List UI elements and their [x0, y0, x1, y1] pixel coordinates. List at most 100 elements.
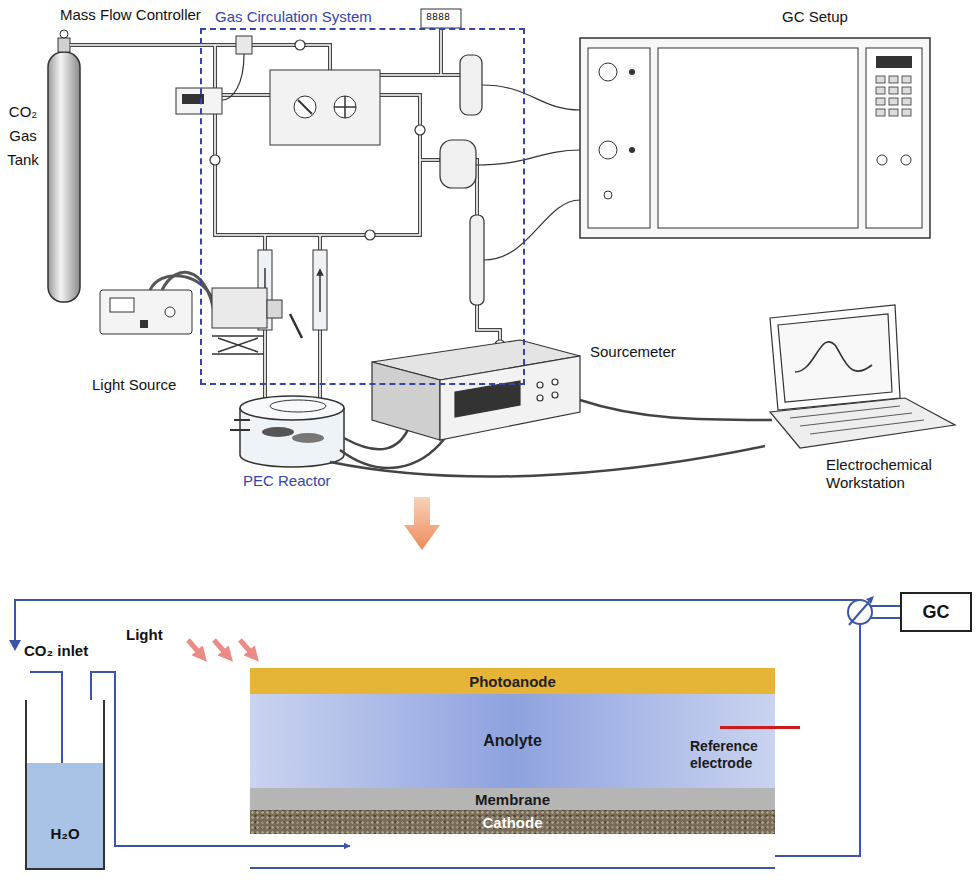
sourcemeter-part — [537, 395, 543, 401]
control-panel-part — [294, 96, 316, 118]
gas-pipes-inner-part — [477, 305, 500, 345]
reference-electrode — [720, 726, 800, 729]
gc-instrument-part — [877, 155, 887, 165]
gc-instrument-part — [658, 48, 858, 228]
gas-pipes-inner-part — [215, 45, 420, 235]
transition-arrow — [404, 497, 440, 550]
gas-tank-part — [48, 52, 80, 302]
mass-flow-controller-part — [236, 36, 252, 54]
gas-pipes-part — [318, 235, 322, 250]
gc-instrument-part-part — [876, 109, 885, 116]
gas-pipes-part — [263, 330, 267, 398]
pec-reactor-part — [230, 420, 250, 430]
cables-part — [580, 400, 772, 420]
gc-lines-part — [484, 200, 580, 260]
pressure-gauge — [421, 9, 461, 28]
gc-instrument-part-part — [876, 87, 885, 94]
sampling-valve-part — [848, 600, 872, 624]
gc-instrument-part-part — [889, 76, 898, 83]
electrode-label: Reference electrode — [690, 738, 770, 772]
gas-pipes-inner-part — [440, 28, 442, 75]
gas-pipes-part — [439, 28, 443, 75]
gc-instrument-part — [599, 141, 617, 159]
mass-flow-controller-part — [222, 54, 244, 100]
pec-reactor-part — [262, 427, 294, 437]
gas-tank-part — [60, 30, 68, 38]
gc-lines-part — [476, 150, 580, 165]
flow-tubes-part — [313, 250, 327, 330]
water-fill — [27, 763, 103, 868]
light-source-part — [290, 314, 302, 338]
gas-vessels-part — [440, 140, 476, 188]
gc-instrument-part — [876, 76, 911, 116]
sampling-valve-part — [849, 602, 869, 625]
gc-instrument-part — [580, 38, 930, 238]
gc-lines-part — [482, 85, 580, 110]
gc-instrument-part-part — [902, 109, 911, 116]
gas-pipes-inner-part — [264, 330, 266, 398]
gas-pipes-part — [252, 45, 330, 70]
pec-reactor-part — [292, 433, 324, 443]
gas-vessels-part — [470, 215, 484, 305]
gas-pipes-part — [70, 43, 236, 47]
light-source-part — [165, 307, 175, 317]
gas-tank-part — [58, 38, 70, 52]
sourcemeter — [372, 340, 580, 440]
anolyte-layer: AnolyteReference electrode — [250, 694, 775, 788]
valve-symbols-part — [415, 125, 425, 135]
gas-vessels-part — [460, 55, 482, 115]
laptop-part — [778, 314, 892, 402]
system-boundary: Gas Circulation System — [200, 8, 525, 385]
gas-pipes — [70, 28, 500, 398]
light-source-part — [150, 276, 212, 298]
light-source-part — [212, 336, 264, 354]
gc-instrument-part — [866, 48, 922, 228]
gc-instrument-part-part — [876, 98, 885, 105]
light-source-part — [140, 320, 148, 328]
laptop-part — [790, 406, 924, 434]
pressure-gauge-part — [421, 9, 461, 28]
sourcemeter-part — [552, 392, 558, 398]
membrane-layer: Membrane — [250, 788, 775, 810]
gc-box: GC — [900, 592, 972, 632]
valve-symbols-part — [295, 40, 305, 50]
valve-symbols-part — [365, 230, 375, 240]
light-source-part — [267, 300, 282, 318]
device-label: PEC Reactor — [243, 472, 331, 490]
gas-pipes-inner-part — [319, 330, 321, 398]
light-source-part — [212, 288, 267, 328]
laptop-part — [795, 342, 872, 372]
gas-pipes-inner — [70, 28, 500, 398]
gas-pipes-part — [477, 305, 500, 345]
light-source-part — [110, 298, 134, 312]
gc-instrument-part-part — [889, 109, 898, 116]
light-rays — [188, 640, 254, 656]
gas-pipes-part — [215, 93, 270, 97]
device-label: Electrochemical Workstation — [826, 456, 966, 492]
pec-reactor-part — [270, 400, 326, 412]
flow-tubes-part — [319, 272, 321, 312]
dashed-border — [200, 28, 525, 385]
gas-loop-lines — [15, 600, 860, 868]
laptop-part — [770, 305, 900, 410]
gas-pipes-inner-part — [252, 45, 330, 70]
gas-pipes-inner-part — [264, 235, 266, 250]
gc-instrument-part-part — [902, 98, 911, 105]
layer-label: Membrane — [475, 791, 550, 808]
gc-instrument-part — [876, 56, 912, 68]
sourcemeter-part — [552, 379, 558, 385]
sourcemeter-part — [372, 362, 440, 440]
gas-pipes-inner-part — [215, 94, 270, 96]
pec-reactor — [230, 396, 344, 467]
light-source-part — [100, 290, 192, 334]
gas-flow-line — [775, 606, 900, 856]
water-beaker: H₂O — [25, 700, 105, 870]
device-label: GC Setup — [782, 8, 848, 26]
device-label: Sourcemeter — [590, 343, 676, 361]
gc-instrument-part-part — [902, 76, 911, 83]
liquid-label: H₂O — [27, 825, 103, 842]
group-title: Gas Circulation System — [215, 8, 372, 26]
inlet-arrowhead — [9, 640, 21, 651]
control-panel-part — [270, 70, 380, 145]
sampling-valve-part — [866, 596, 874, 604]
